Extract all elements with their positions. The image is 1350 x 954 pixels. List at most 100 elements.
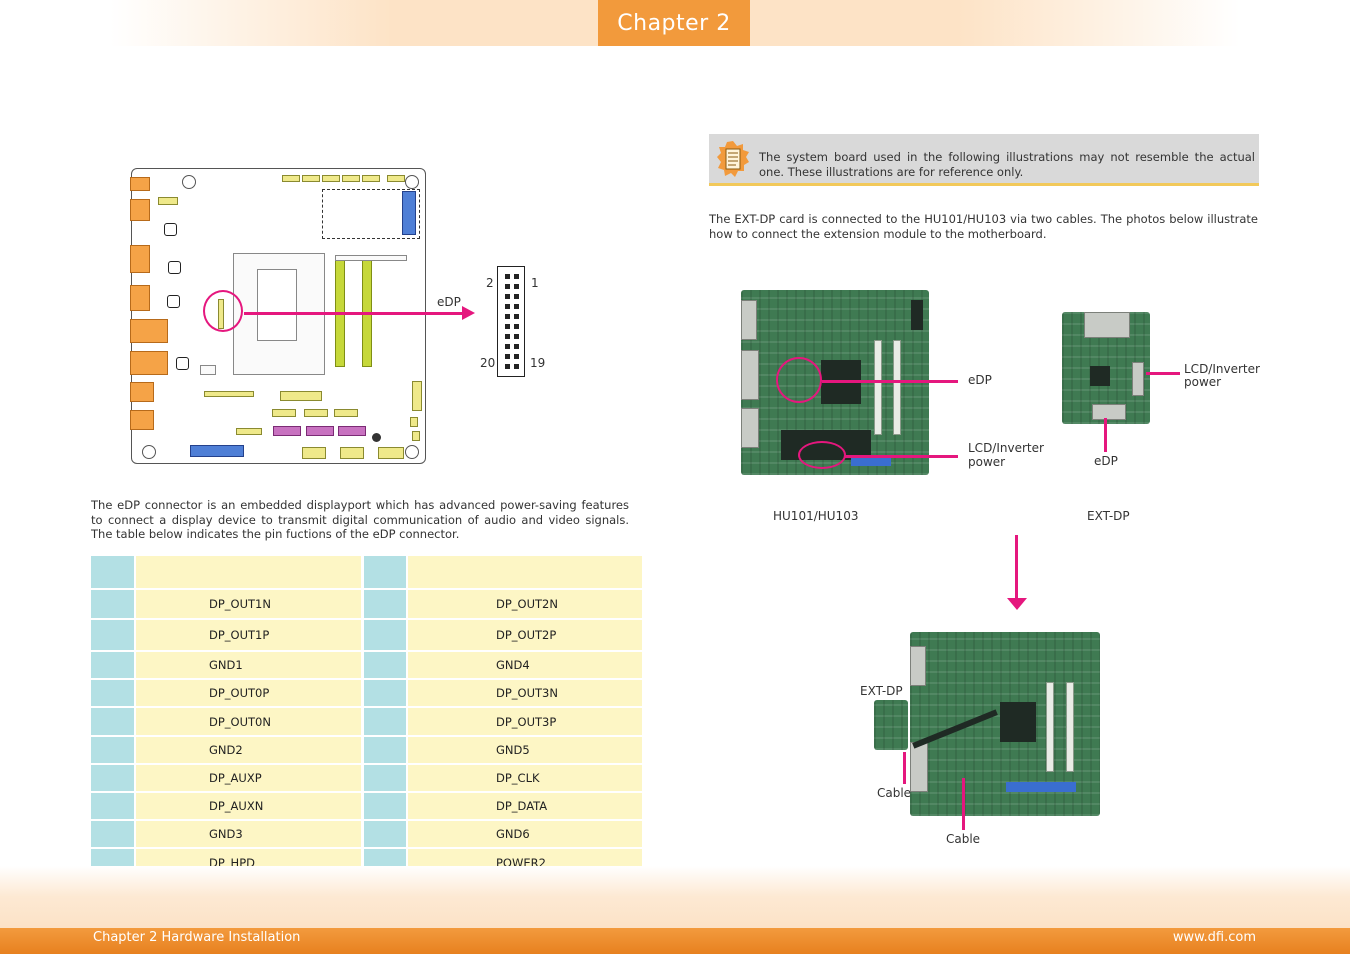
screw-hole: [405, 175, 419, 189]
motherboard-diagram: [130, 168, 426, 464]
pin-b-cell: [364, 793, 406, 819]
mount-square: [164, 223, 177, 236]
usb-header: [302, 447, 326, 459]
table-header-row: [91, 556, 642, 588]
pin-a-cell: [91, 680, 134, 706]
pin-b-cell: [364, 652, 406, 678]
pin-b-cell: [364, 590, 406, 618]
ram-slot-2: [362, 255, 372, 367]
connector-pin: [514, 324, 519, 329]
pin-label-1: 1: [531, 276, 539, 290]
function-b-cell: DP_OUT3N: [408, 680, 642, 706]
pin-a-cell: [91, 821, 134, 847]
pin-a-cell: [91, 620, 134, 650]
function-a-cell: DP_OUT1N: [136, 590, 361, 618]
sata-port: [306, 426, 334, 436]
header-small: [158, 197, 178, 205]
connector-pin: [505, 274, 510, 279]
mount-square: [167, 295, 180, 308]
connector-pin: [505, 284, 510, 289]
connector-pin: [514, 314, 519, 319]
ram-slot: [893, 340, 901, 435]
lan-port: [130, 245, 150, 273]
usb-header: [378, 447, 404, 459]
jumper: [200, 365, 216, 375]
pin-b-cell: [364, 737, 406, 763]
usb-header: [340, 447, 364, 459]
fan-header: [304, 409, 328, 417]
connector-pin: [514, 354, 519, 359]
function-b-cell: DP_DATA: [408, 793, 642, 819]
intro-text: The EXT-DP card is connected to the HU10…: [709, 212, 1258, 241]
pin-b-cell: [364, 765, 406, 791]
gpio-header: [236, 428, 262, 435]
pin-header: [282, 175, 300, 182]
function-b-cell: DP_OUT3P: [408, 708, 642, 735]
chip: [911, 300, 923, 330]
power-socket: [1132, 362, 1144, 396]
pin-a-cell: [91, 590, 134, 618]
chapter-tab: Chapter 2: [598, 0, 750, 46]
lvds-header: [204, 391, 254, 397]
footer-chapter-title: Chapter 2 Hardware Installation: [93, 930, 301, 945]
pin-a-cell: [91, 708, 134, 735]
ram-clip: [335, 255, 407, 261]
connector-pin: [505, 354, 510, 359]
down-arrow-line: [1015, 535, 1018, 599]
edp-line-card: [1104, 418, 1107, 452]
side-header: [410, 417, 418, 427]
sata-port: [338, 426, 366, 436]
edp-description: The eDP connector is an embedded display…: [91, 498, 629, 541]
function-b-cell: GND4: [408, 652, 642, 678]
cable-line-2: [962, 778, 965, 830]
label-extdp: EXT-DP: [860, 684, 903, 698]
side-header: [412, 381, 422, 411]
function-b-cell: DP_OUT2N: [408, 590, 642, 618]
pin-a-cell: [91, 793, 134, 819]
connector-pin: [514, 284, 519, 289]
battery: [372, 433, 381, 442]
connector-pin: [514, 294, 519, 299]
note-icon: [717, 141, 749, 177]
lcd-label-board-2: power: [968, 455, 1006, 469]
footer-website: www.dfi.com: [1172, 930, 1256, 945]
connector-pin: [514, 274, 519, 279]
ram-slot: [1066, 682, 1074, 772]
note-text: The system board used in the following i…: [759, 150, 1255, 179]
fan-header: [272, 409, 296, 417]
ram-slot-1: [335, 255, 345, 367]
function-a-cell: DP_OUT1P: [136, 620, 361, 650]
pin-b-cell: [364, 620, 406, 650]
io-port: [910, 646, 926, 686]
connector-pin: [514, 344, 519, 349]
function-b-cell: GND5: [408, 737, 642, 763]
lcd-label-board-1: LCD/Inverter: [968, 441, 1044, 455]
connector-pin: [514, 334, 519, 339]
pin-a-cell: [91, 765, 134, 791]
cable-line-1: [903, 752, 906, 784]
down-arrow-head: [1007, 598, 1027, 610]
connector-pin: [505, 294, 510, 299]
caption-board: HU101/HU103: [773, 509, 859, 523]
assembled-photo: [910, 632, 1100, 816]
table-row: DP_AUXN DP_DATA: [91, 793, 642, 819]
header-func-b: [408, 556, 642, 588]
screw-hole: [182, 175, 196, 189]
hdmi-port: [130, 319, 168, 343]
ram-slot: [1046, 682, 1054, 772]
function-a-cell: DP_AUXN: [136, 793, 361, 819]
lcd-line-board: [845, 455, 958, 458]
lcd-label-card-1: LCD/Inverter: [1184, 362, 1260, 376]
sata-port: [273, 426, 301, 436]
function-a-cell: DP_AUXP: [136, 765, 361, 791]
screw-hole: [405, 445, 419, 459]
cable: [912, 709, 998, 749]
header-pin-a: [91, 556, 134, 588]
pin-b-cell: [364, 680, 406, 706]
connector-pin: [505, 314, 510, 319]
edp-connector-pinout: [497, 266, 525, 377]
